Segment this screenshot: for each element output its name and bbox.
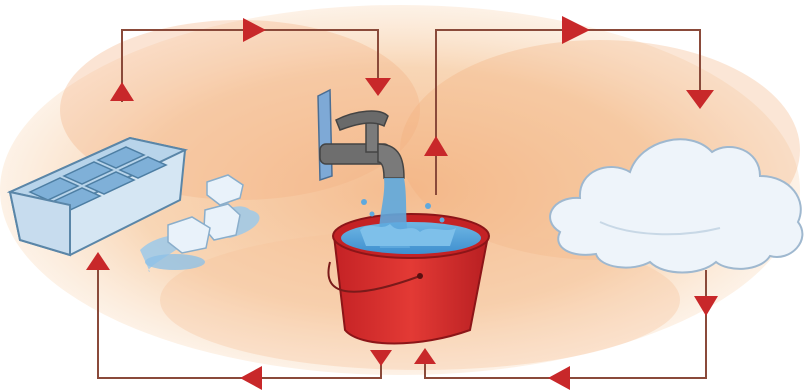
arrow-left-bottom-left <box>240 366 262 390</box>
arrow-left-bottom-right <box>548 366 570 390</box>
